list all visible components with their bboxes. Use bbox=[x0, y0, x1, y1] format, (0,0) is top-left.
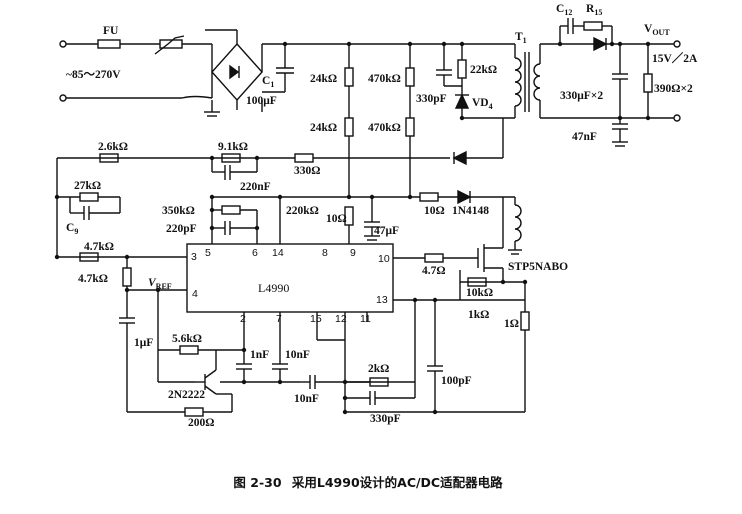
chip-pin: 9 bbox=[350, 247, 356, 259]
r4-7-label: 4.7Ω bbox=[422, 265, 446, 277]
c47n-label: 47nF bbox=[572, 131, 597, 143]
t1-label: T1 bbox=[515, 31, 527, 45]
chip-pin: 11 bbox=[360, 313, 371, 325]
c9-label: C9 bbox=[66, 222, 78, 236]
vref-label: VREF bbox=[148, 277, 172, 291]
c10n-a-label: 10nF bbox=[285, 349, 310, 361]
chip-pin: 2 bbox=[240, 313, 246, 325]
r2k-label: 2kΩ bbox=[368, 363, 389, 375]
c220n-label: 220nF bbox=[240, 181, 271, 193]
chip-pin: 5 bbox=[205, 247, 211, 259]
c10n-b-label: 10nF bbox=[294, 393, 319, 405]
r470k-a-label: 470kΩ bbox=[368, 73, 401, 85]
r220k-label: 220kΩ bbox=[286, 205, 319, 217]
fuse bbox=[97, 39, 121, 49]
chip-name: L4990 bbox=[258, 281, 289, 295]
c1u-label: 1μF bbox=[134, 337, 153, 349]
transistor-label: 2N2222 bbox=[168, 389, 205, 401]
r5-6k-label: 5.6kΩ bbox=[172, 333, 202, 345]
chip-pin: 8 bbox=[322, 247, 328, 259]
chip-pin: 15 bbox=[310, 313, 322, 325]
chip-pin: 10 bbox=[378, 253, 390, 265]
vd4-label: VD4 bbox=[472, 97, 493, 111]
c1-label: C1 bbox=[262, 75, 274, 89]
chip-pin: 13 bbox=[376, 294, 388, 306]
r10b-label: 10Ω bbox=[424, 205, 445, 217]
vout-value: 15V／2A bbox=[652, 51, 698, 65]
r350k-label: 350kΩ bbox=[162, 205, 195, 217]
r330-label: 330Ω bbox=[294, 165, 320, 177]
d1n4148-label: 1N4148 bbox=[452, 205, 489, 217]
c1n-label: 1nF bbox=[250, 349, 269, 361]
figure-caption: 图 2-30 采用L4990设计的AC/DC适配器电路 bbox=[0, 472, 742, 491]
r24k-b-label: 24kΩ bbox=[310, 122, 337, 134]
input-voltage-label: ~85～270V bbox=[66, 69, 121, 81]
fuse-label: FU bbox=[103, 25, 119, 37]
r470k-b-label: 470kΩ bbox=[368, 122, 401, 134]
r200-label: 200Ω bbox=[188, 417, 214, 429]
chip-pin: 14 bbox=[272, 247, 284, 259]
r4-7k-a-label: 4.7kΩ bbox=[84, 241, 114, 253]
r15-label: R15 bbox=[586, 3, 602, 17]
c1-value: 100μF bbox=[246, 95, 277, 107]
chip-pin: 3 bbox=[191, 251, 197, 263]
r10a-label: 10Ω bbox=[326, 213, 347, 225]
r1k-label: 1kΩ bbox=[468, 309, 489, 321]
c12-label: C12 bbox=[556, 3, 572, 17]
l4990-chip bbox=[186, 243, 394, 313]
chip-pin: 4 bbox=[192, 288, 198, 300]
chip-pin: 6 bbox=[252, 247, 258, 259]
vout-label: VOUT bbox=[644, 23, 670, 37]
mosfet-label: STP5NABO bbox=[508, 261, 568, 273]
c330p-snub-label: 330pF bbox=[416, 93, 447, 105]
r27k-label: 27kΩ bbox=[74, 180, 101, 192]
r-out-label: 390Ω×2 bbox=[654, 83, 693, 95]
r2-6k-label: 2.6kΩ bbox=[98, 141, 128, 153]
r10k-label: 10kΩ bbox=[466, 287, 493, 299]
c220p-label: 220pF bbox=[166, 223, 197, 235]
figure-title: 采用L4990设计的AC/DC适配器电路 bbox=[291, 475, 503, 490]
figure-number: 图 2-30 bbox=[233, 475, 282, 490]
c-out-label: 330μF×2 bbox=[560, 90, 603, 102]
c330p-label: 330pF bbox=[370, 413, 401, 425]
chip-pin: 7 bbox=[276, 313, 282, 325]
c100p-label: 100pF bbox=[441, 375, 472, 387]
r4-7k-b-label: 4.7kΩ bbox=[78, 273, 108, 285]
c47u-label: 47μF bbox=[374, 225, 399, 237]
r24k-a-label: 24kΩ bbox=[310, 73, 337, 85]
r1-label: 1Ω bbox=[504, 318, 519, 330]
r9-1k-label: 9.1kΩ bbox=[218, 141, 248, 153]
r22k-label: 22kΩ bbox=[470, 64, 497, 76]
chip-pin: 12 bbox=[335, 313, 347, 325]
